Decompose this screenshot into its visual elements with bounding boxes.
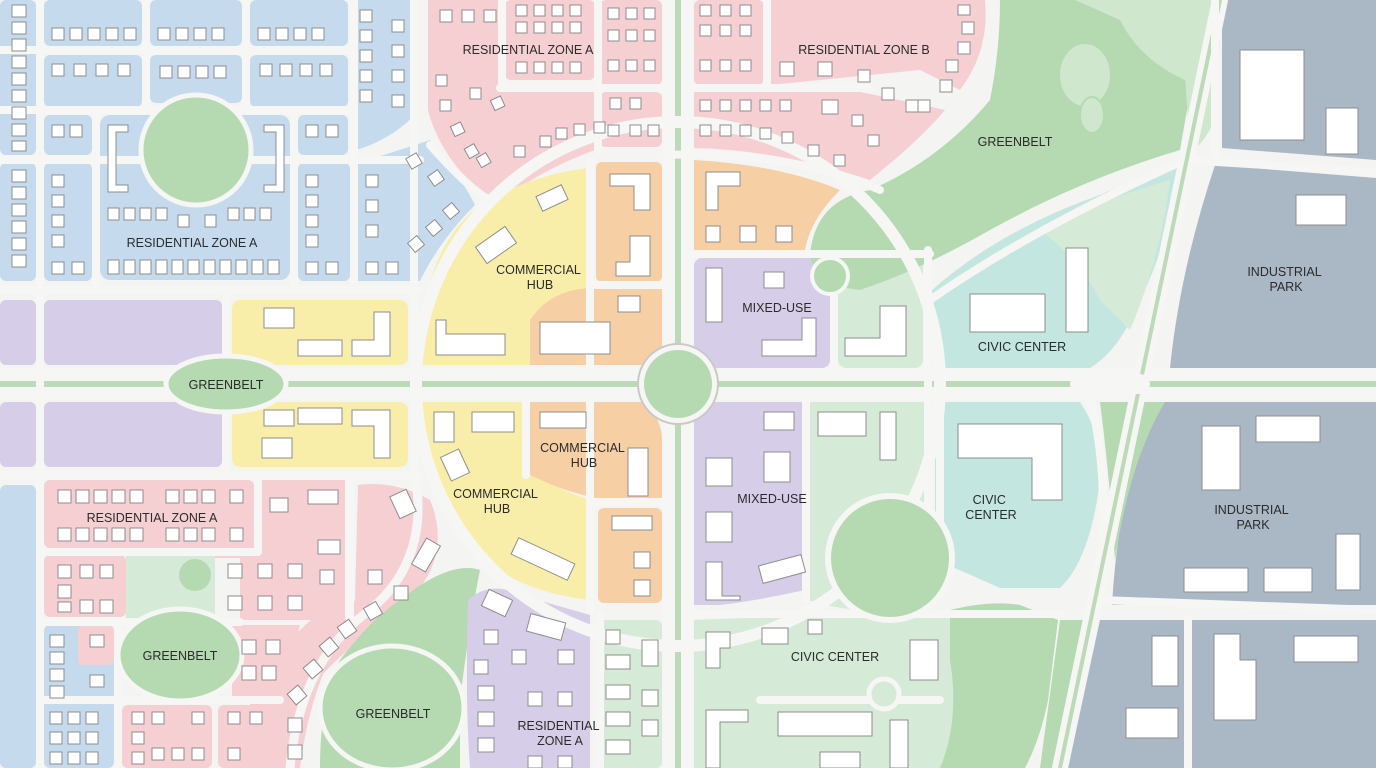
label-residential-zone-a-southwest: RESIDENTIAL ZONE A: [87, 511, 218, 525]
label-line: ZONE A: [537, 734, 584, 748]
building-cluster-industrial: [1125, 49, 1361, 739]
label-line: PARK: [1269, 280, 1303, 294]
label-mixed-use-north: MIXED-USE: [742, 301, 811, 315]
label-line: HUB: [571, 456, 597, 470]
parcel-residential-pink: [694, 92, 945, 180]
label-line: INDUSTRIAL: [1214, 503, 1288, 517]
label-line: COMMERCIAL: [453, 487, 538, 501]
park-circle-se: [825, 493, 955, 623]
label-greenbelt-south: GREENBELT: [356, 707, 431, 721]
label-commercial-hub-southwest: COMMERCIAL HUB: [453, 487, 541, 516]
parcel-greenbelt: [940, 603, 1058, 768]
building-cluster-center: [261, 171, 907, 601]
parcel-residential-blue: [44, 163, 92, 281]
parcel-residential-blue: [298, 163, 350, 281]
small-circle-ne: [810, 256, 850, 296]
label-residential-zone-b: RESIDENTIAL ZONE B: [798, 43, 930, 57]
label-greenbelt-west: GREENBELT: [189, 378, 264, 392]
label-greenbelt-southwest: GREENBELT: [143, 649, 218, 663]
label-industrial-park-north: INDUSTRIAL PARK: [1247, 265, 1324, 294]
label-residential-zone-a-west: RESIDENTIAL ZONE A: [127, 236, 258, 250]
label-line: RESIDENTIAL: [518, 719, 600, 733]
parcel-mixed-use: [44, 402, 222, 467]
parcel-residential-blue: [0, 485, 36, 768]
park-oval-west: [163, 353, 289, 415]
parcel-commercial-orange: [598, 508, 662, 603]
label-industrial-park-south: INDUSTRIAL PARK: [1214, 503, 1291, 532]
label-line: HUB: [484, 502, 510, 516]
parcel-commercial: [420, 402, 590, 600]
parcel-greenbelt-light: [1075, 0, 1200, 80]
parcel-residential-blue: [44, 55, 142, 107]
label-residential-zone-a-north: RESIDENTIAL ZONE A: [463, 43, 594, 57]
label-line: COMMERCIAL: [540, 441, 625, 455]
label-commercial-hub-southeast: COMMERCIAL HUB: [540, 441, 628, 470]
parcel-residential-pink: [505, 0, 595, 80]
building-cluster-nw: [11, 4, 461, 275]
park-oval-south: [317, 643, 467, 768]
parcel-mixed-use: [0, 402, 36, 467]
label-line: PARK: [1236, 518, 1270, 532]
building-cluster-civic: [605, 247, 1089, 768]
label-line: HUB: [527, 278, 553, 292]
label-residential-zone-a-south: RESIDENTIAL ZONE A: [518, 719, 603, 748]
parcel-industrial: [1112, 402, 1376, 605]
building-cluster-southwest: [49, 488, 575, 768]
small-park-sw: [179, 559, 211, 591]
parcel-mixed-use: [44, 300, 222, 365]
pond-ne: [1058, 42, 1112, 108]
label-civic-center-east: CIVIC CENTER: [965, 493, 1016, 522]
park-oval-sw: [115, 606, 245, 704]
label-commercial-hub-north: COMMERCIAL HUB: [496, 263, 584, 292]
label-line: COMMERCIAL: [496, 263, 581, 277]
parcel-residential-blue: [44, 115, 92, 155]
pond-ne-small: [1079, 96, 1105, 134]
label-line: CIVIC: [973, 493, 1006, 507]
label-greenbelt-ne: GREENBELT: [978, 135, 1053, 149]
building-cluster-north: [435, 4, 975, 169]
central-roundabout-green: [644, 350, 712, 418]
buildings: [11, 4, 1361, 768]
label-line: INDUSTRIAL: [1247, 265, 1321, 279]
parcel-residential-blue: [250, 55, 348, 107]
parcel-mixed-use: [0, 300, 36, 365]
parcel-residential-pink: [215, 480, 345, 620]
label-line: CENTER: [965, 508, 1016, 522]
label-civic-center-north: CIVIC CENTER: [978, 340, 1066, 354]
park-circle-nw: [138, 92, 254, 208]
label-civic-center-south: CIVIC CENTER: [791, 650, 879, 664]
small-circle-s: [866, 676, 902, 712]
zone-labels: RESIDENTIAL ZONE A RESIDENTIAL ZONE B GR…: [87, 43, 1324, 748]
label-mixed-use-south: MIXED-USE: [737, 492, 806, 506]
round-parks: [115, 42, 1112, 768]
